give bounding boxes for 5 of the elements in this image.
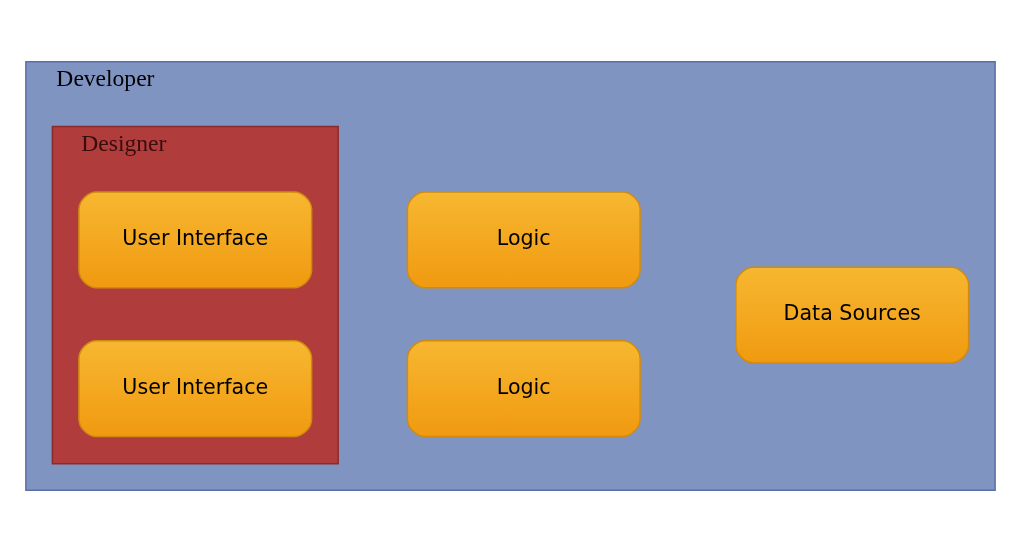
node-box: Logic (406, 340, 641, 438)
node-box: Data Sources (735, 266, 970, 364)
node-box: Logic (406, 191, 641, 289)
node-box: User Interface (78, 340, 313, 438)
node-box: User Interface (78, 191, 313, 289)
